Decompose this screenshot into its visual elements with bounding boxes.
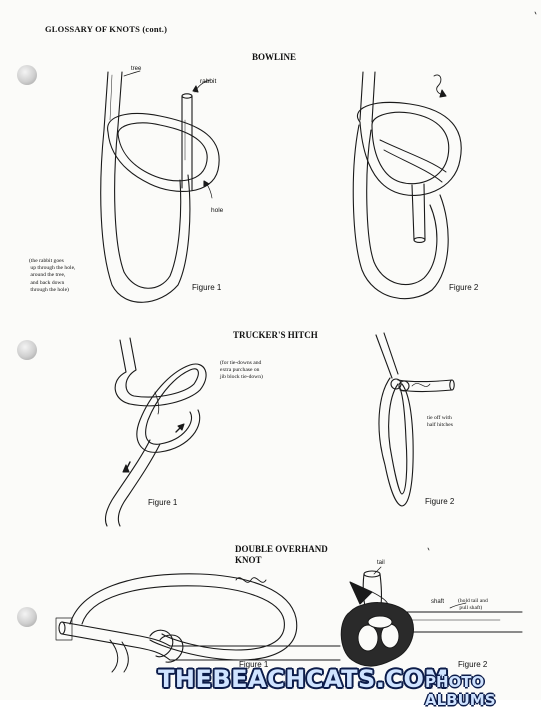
double-overhand-figure1-drawing [55, 573, 341, 673]
page-heading: GLOSSARY OF KNOTS (cont.) [45, 24, 168, 34]
truckers-hitch-figure2-drawing [375, 332, 455, 507]
double-overhand-note: (hold tail and pull shaft) [458, 598, 488, 612]
bowline-figure1-caption: Figure 1 [192, 283, 222, 292]
double-overhand-figure2-caption: Figure 2 [458, 660, 488, 669]
double-overhand-title-line2: KNOT [235, 555, 262, 565]
double-overhand-title-line1: DOUBLE OVERHAND [235, 544, 328, 554]
binder-hole-top [17, 65, 37, 85]
bowline-figure2-drawing [352, 71, 462, 300]
truckers-hitch-figure1-caption: Figure 1 [148, 498, 178, 507]
truckers-hitch-note: (for tie-downs and extra purchase on jib… [220, 360, 263, 381]
thebeachcats-watermark: THEBEACHCATS.COM PHOTO ALBUMS [150, 663, 541, 709]
bowline-title: BOWLINE [252, 52, 297, 62]
double-overhand-label-shaft: shaft [431, 599, 445, 605]
bowline-label-tree: tree [131, 66, 142, 72]
truckers-hitch-figure1-drawing [104, 337, 207, 527]
watermark-site-name: THEBEACHCATS.COM [158, 665, 449, 693]
bowline-figure1-drawing [100, 70, 220, 303]
double-overhand-figure1-caption: Figure 1 [239, 660, 269, 669]
double-overhand-label-tail: tail [377, 560, 385, 566]
watermark-photo-albums: PHOTO ALBUMS [425, 673, 496, 709]
bowline-figure2-caption: Figure 2 [449, 283, 479, 292]
double-overhand-figure2-drawing [340, 566, 523, 667]
binder-hole-middle [17, 340, 37, 360]
truckers-hitch-tie-off-note: tie off with half hitches [427, 415, 453, 429]
truckers-hitch-figure2-caption: Figure 2 [425, 497, 455, 506]
truckers-hitch-title: TRUCKER'S HITCH [233, 330, 318, 340]
binder-hole-bottom [17, 607, 37, 627]
bowline-label-hole: hole [211, 207, 224, 214]
bowline-note: (the rabbit goes up through the hole, ar… [29, 258, 76, 293]
bowline-label-rabbit: rabbit [200, 78, 217, 85]
